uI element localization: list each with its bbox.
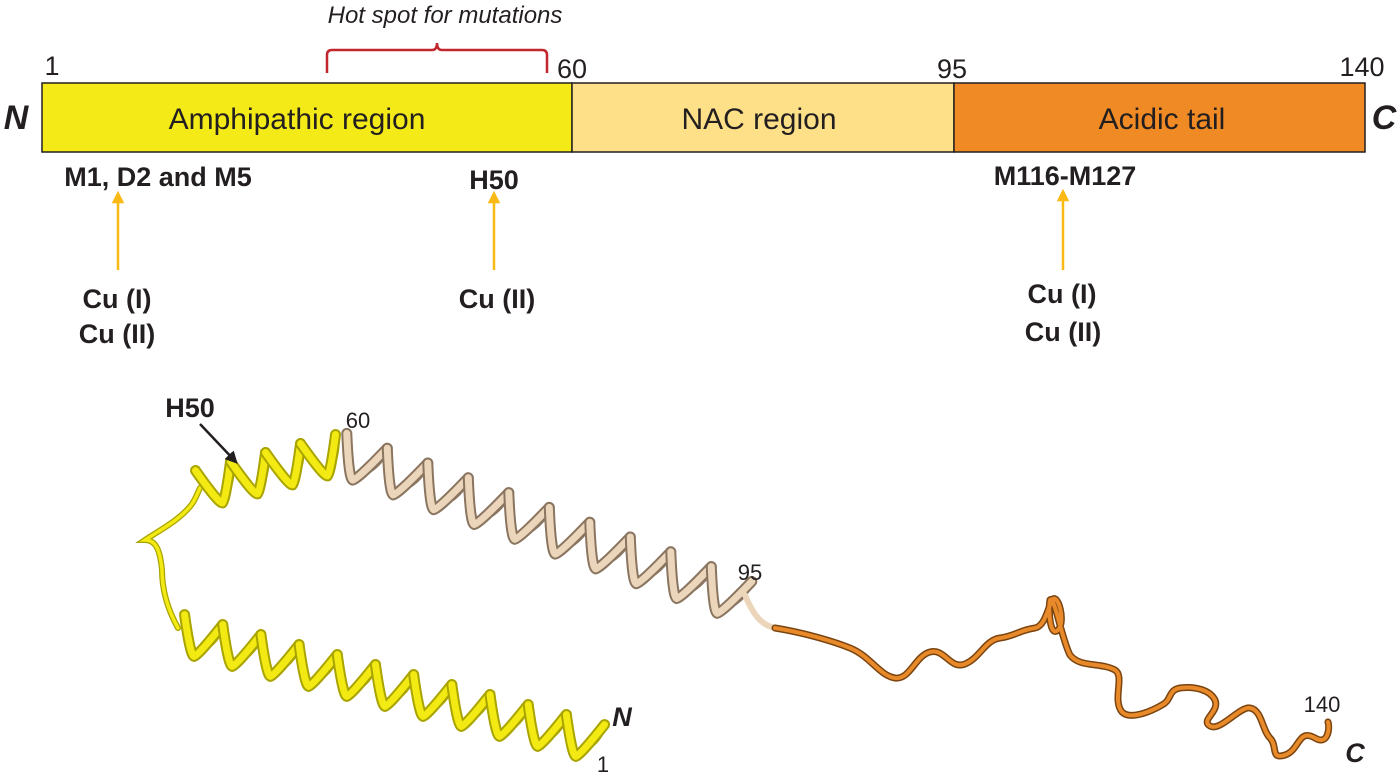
binding-site-ion: Cu (II) bbox=[459, 284, 535, 314]
c-terminus-label: C bbox=[1372, 99, 1397, 137]
binding-site-ion: Cu (II) bbox=[1025, 317, 1101, 347]
binding-site-2: H50 Cu (II) bbox=[459, 165, 535, 314]
position-label-60: 60 bbox=[557, 54, 587, 84]
helix-turn bbox=[464, 474, 513, 529]
helix-turn bbox=[505, 489, 553, 543]
helix-turn bbox=[486, 691, 532, 740]
protein-structure: H50 60 95 140 1 N C bbox=[135, 393, 1365, 776]
structure-n-terminus: N bbox=[612, 702, 632, 732]
loop-amphipathic bbox=[135, 485, 203, 631]
domain-bar: Amphipathic region NAC region Acidic tai… bbox=[4, 51, 1397, 153]
binding-site-residues: M1, D2 and M5 bbox=[64, 162, 252, 192]
binding-site-ion: Cu (I) bbox=[83, 284, 152, 314]
helix-turn bbox=[192, 458, 235, 507]
helix-nac bbox=[341, 427, 758, 619]
helix-turn bbox=[524, 701, 570, 750]
helix-turn bbox=[410, 671, 456, 720]
helix-turn bbox=[562, 711, 609, 760]
binding-site-residues: H50 bbox=[469, 165, 519, 195]
position-label-1: 1 bbox=[44, 51, 59, 81]
helix-turn bbox=[667, 548, 715, 603]
hot-spot-bracket bbox=[325, 42, 549, 73]
helix-turn bbox=[371, 661, 418, 710]
segment-label-nac: NAC region bbox=[681, 103, 836, 136]
structure-label-140: 140 bbox=[1304, 692, 1341, 717]
binding-site-ion: Cu (I) bbox=[1028, 279, 1097, 309]
segment-label-acidic: Acidic tail bbox=[1099, 103, 1226, 136]
helix-turn bbox=[295, 641, 341, 690]
binding-site-1: M1, D2 and M5 Cu (I) Cu (II) bbox=[64, 162, 252, 349]
helix-turn bbox=[219, 621, 265, 670]
binding-site-residues: M116-M127 bbox=[994, 161, 1137, 191]
hot-spot-annotation: Hot spot for mutations bbox=[325, 2, 563, 73]
segment-nac bbox=[571, 82, 955, 153]
helix-amphipathic-upper bbox=[190, 429, 342, 509]
helix-turn bbox=[626, 533, 675, 588]
helix-turn bbox=[257, 631, 303, 680]
h50-pointer-arrow bbox=[199, 423, 238, 464]
helix-turn bbox=[448, 681, 494, 730]
segment-amphipathic bbox=[41, 82, 573, 153]
helix-turn bbox=[297, 431, 340, 480]
helix-amphipathic-lower bbox=[179, 609, 611, 763]
position-label-140: 140 bbox=[1339, 52, 1384, 82]
helix-turn bbox=[424, 459, 472, 514]
structure-c-terminus: C bbox=[1345, 738, 1365, 768]
binding-site-ion: Cu (II) bbox=[79, 319, 155, 349]
structure-label-60: 60 bbox=[346, 408, 370, 433]
structure-label-1: 1 bbox=[597, 752, 609, 776]
helix-turn bbox=[586, 518, 634, 573]
n-terminus-label: N bbox=[4, 99, 30, 137]
binding-site-3: M116-M127 Cu (I) Cu (II) bbox=[994, 161, 1137, 347]
segment-acidic bbox=[953, 82, 1366, 153]
segment-label-amphipathic: Amphipathic region bbox=[169, 103, 426, 136]
structure-label-h50: H50 bbox=[165, 393, 215, 423]
helix-turn bbox=[333, 651, 379, 700]
helix-turn bbox=[181, 611, 227, 660]
coil-nac-to-acidic bbox=[742, 592, 778, 631]
structure-label-95: 95 bbox=[738, 560, 762, 585]
helix-turn bbox=[343, 429, 391, 484]
helix-turn bbox=[707, 563, 756, 617]
hot-spot-label: Hot spot for mutations bbox=[328, 2, 563, 29]
helix-turn bbox=[262, 440, 305, 489]
helix-turn bbox=[545, 503, 594, 558]
helix-turn bbox=[383, 444, 432, 499]
helix-turn bbox=[227, 449, 270, 498]
position-label-95: 95 bbox=[937, 54, 967, 84]
